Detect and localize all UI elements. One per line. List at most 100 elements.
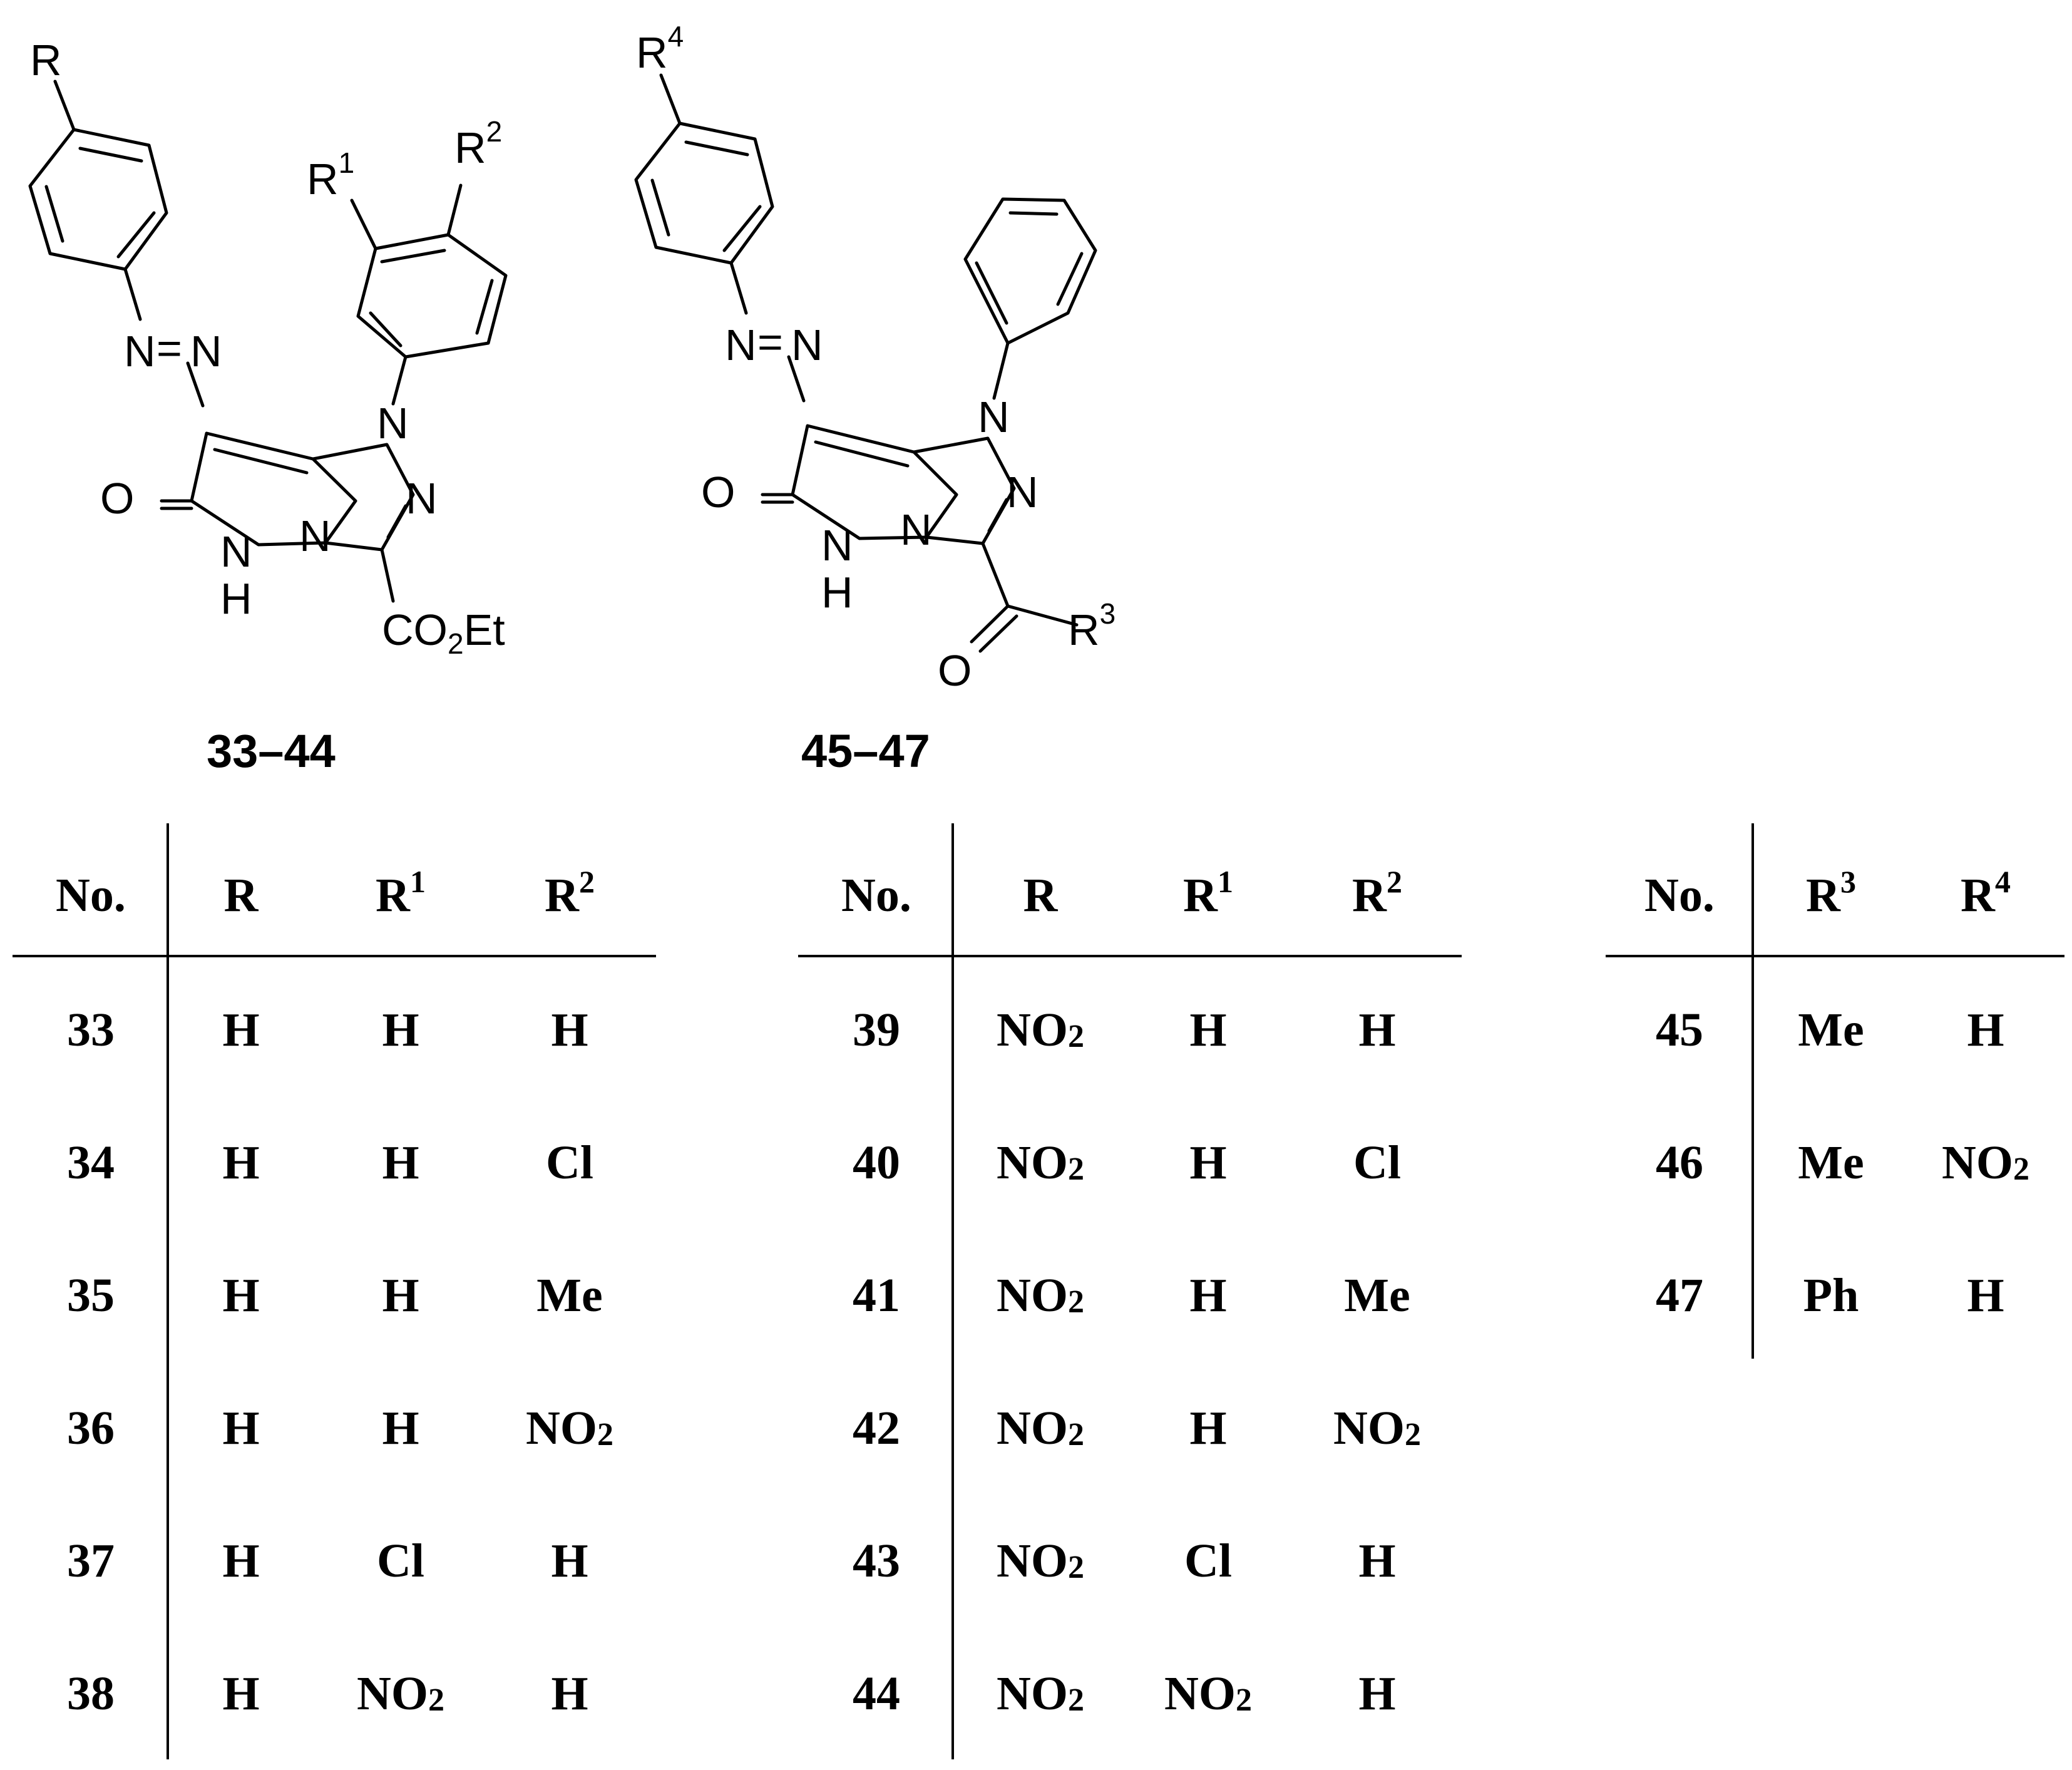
cell-text: H (382, 1269, 419, 1322)
cell-text: 43 (853, 1535, 900, 1587)
atom-azo-n2-right: N (791, 321, 823, 369)
phenyl-ring-n1-right (963, 197, 1097, 400)
cell-text: H (222, 1004, 259, 1056)
substituent-cell: H (551, 1535, 588, 1587)
header-text: R (1183, 869, 1218, 922)
cell-subscript: 2 (1068, 1284, 1084, 1320)
r2-base: R (454, 123, 486, 172)
substituent-cell: Cl (377, 1535, 424, 1587)
substituent-cell: NO2 (997, 1136, 1084, 1189)
atom-n4: N (299, 512, 331, 560)
cell-subscript: 2 (1068, 1682, 1084, 1718)
cell-text: H (1189, 1269, 1226, 1322)
cell-subscript: 2 (1068, 1151, 1084, 1187)
cell-text: Cl (1184, 1535, 1232, 1587)
substituent-cell: Me (536, 1269, 602, 1322)
cell-text: Cl (377, 1535, 424, 1587)
cell-text: 35 (67, 1269, 115, 1322)
atom-n2: N (406, 474, 438, 523)
header-sup: 2 (579, 864, 595, 899)
substituent-cell: H (1967, 1269, 2004, 1322)
substituent-cell: H (1189, 1269, 1226, 1322)
atom-azo-eq-right: = (757, 317, 783, 366)
header-text: R (1961, 869, 1996, 922)
substituent-cell: H (551, 1667, 588, 1720)
atom-r2: R2 (454, 115, 502, 172)
cell-text: NO (1942, 1136, 2013, 1189)
table-header-cell: R4 (1961, 864, 2011, 922)
cell-text: H (1189, 1402, 1226, 1454)
atom-r-top: R (30, 36, 62, 85)
table-row: 38 H NO2 H (67, 1667, 588, 1720)
substituent-cell: H (1358, 1535, 1395, 1587)
cell-subscript: 2 (1068, 1417, 1084, 1453)
atom-n1-right: N (978, 393, 1010, 441)
compound-number-cell: 38 (67, 1667, 115, 1720)
substituent-cell: NO2 (997, 1004, 1084, 1056)
cell-text: H (551, 1004, 588, 1056)
cell-text: H (551, 1667, 588, 1720)
substituent-cell: H (1358, 1004, 1395, 1056)
table-row: 35 H H Me (67, 1269, 603, 1322)
cell-text: H (1967, 1269, 2004, 1322)
substituent-cell: H (222, 1269, 259, 1322)
substituent-cell: NO2 (997, 1535, 1084, 1587)
table-row: 46 Me NO2 (1656, 1136, 2029, 1189)
cell-text: NO (997, 1004, 1068, 1056)
cell-text: H (222, 1136, 259, 1189)
cell-text: Me (536, 1269, 602, 1322)
table-header-cell: No. (1644, 869, 1715, 922)
substituent-cell: Me (1344, 1269, 1410, 1322)
compound-number-cell: 46 (1656, 1136, 1703, 1189)
atom-n4-right: N (900, 505, 932, 554)
r3-base: R (1068, 605, 1100, 654)
cell-text: NO (997, 1269, 1068, 1322)
table-header-cell: No. (841, 869, 911, 922)
substituent-cell: Me (1798, 1136, 1864, 1189)
cell-text: H (222, 1402, 259, 1454)
table-header-cell: R2 (545, 864, 595, 922)
atom-o-right: O (701, 468, 735, 517)
cell-text: 47 (1656, 1269, 1703, 1322)
table-header-cell: No. (56, 869, 126, 922)
substituent-cell: H (551, 1004, 588, 1056)
substituent-cell: H (1189, 1004, 1226, 1056)
cell-text: 36 (67, 1402, 115, 1454)
substituent-cell: Cl (1184, 1535, 1232, 1587)
table-header-cell: R2 (1352, 864, 1402, 922)
cell-text: H (222, 1667, 259, 1720)
substituent-cell: NO2 (357, 1667, 444, 1720)
compound-label-left: 33–44 (207, 725, 336, 777)
cell-text: NO (357, 1667, 428, 1720)
substituent-cell: Cl (1353, 1136, 1401, 1189)
cell-subscript: 2 (2013, 1151, 2029, 1187)
header-text: R (1806, 869, 1841, 922)
cell-text: H (382, 1136, 419, 1189)
header-text: R (1352, 869, 1387, 922)
cell-subscript: 2 (1236, 1682, 1252, 1718)
substituent-cell: H (1189, 1136, 1226, 1189)
cell-text: H (1358, 1004, 1395, 1056)
cell-text: H (222, 1535, 259, 1587)
compound-number-cell: 44 (853, 1667, 900, 1720)
atom-n5: N (220, 527, 252, 576)
bicyclic-core-right (761, 424, 1079, 653)
substituent-cell: H (222, 1667, 259, 1720)
r1-sup: 1 (339, 147, 355, 179)
substituent-cell: H (222, 1004, 259, 1056)
cell-subscript: 2 (428, 1682, 444, 1718)
table-header-cell: R (224, 869, 259, 922)
substituent-cell: NO2 (1164, 1667, 1252, 1720)
substituent-cell: H (1358, 1667, 1395, 1720)
header-sup: 3 (1840, 864, 1856, 899)
atom-r1: R1 (307, 147, 354, 203)
cell-text: NO (526, 1402, 597, 1454)
cell-text: H (1358, 1667, 1395, 1720)
structure-right: R4 N = N N N N N H O O R3 45–47 (634, 20, 1115, 777)
